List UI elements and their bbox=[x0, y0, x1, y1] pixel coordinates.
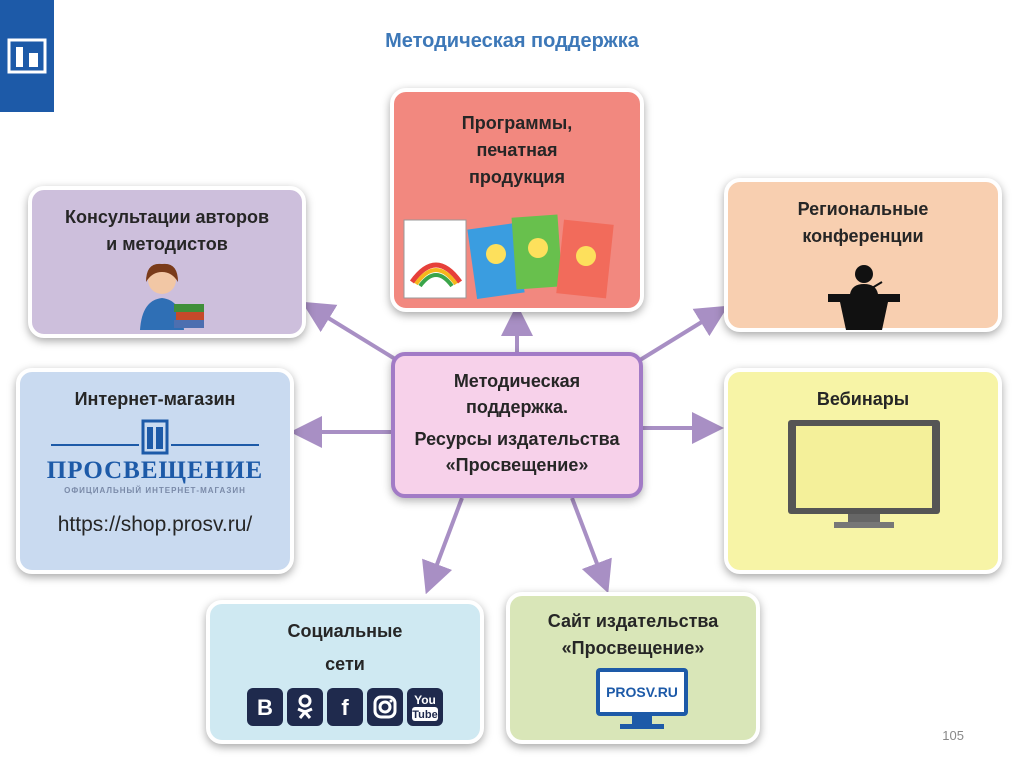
node-consult-line2: и методистов bbox=[106, 234, 228, 254]
node-shop-title: Интернет-магазин bbox=[74, 389, 236, 409]
node-consult-line1: Консультации авторов bbox=[64, 207, 270, 227]
center-line4: «Просвещение» bbox=[445, 455, 589, 475]
node-site-line1: Сайт издательства bbox=[547, 611, 719, 631]
speaker-podium-icon bbox=[828, 265, 900, 330]
page-title: Методическая поддержка bbox=[385, 30, 639, 52]
arrow-to-conferences bbox=[638, 305, 729, 362]
arrow-to-site bbox=[570, 497, 612, 594]
prosveshchenie-logo bbox=[0, 0, 54, 112]
node-social-line1: Социальные bbox=[287, 621, 403, 641]
node-consult: Консультации авторов и методистов bbox=[28, 186, 306, 338]
node-shop: Интернет-магазин ПРОСВЕЩЕНИЕ ОФИЦИАЛЬНЫЙ… bbox=[16, 368, 294, 574]
node-webinars-title: Вебинары bbox=[816, 389, 910, 409]
node-conferences: Региональные конференции bbox=[724, 178, 1002, 332]
node-programs-line3: продукция bbox=[469, 167, 565, 187]
odnoklassniki-icon[interactable] bbox=[287, 688, 323, 726]
teacher-icon bbox=[140, 263, 204, 330]
arrow-to-consult bbox=[301, 301, 402, 364]
svg-text:Tube: Tube bbox=[412, 709, 437, 721]
node-programs-line1: Программы, bbox=[461, 113, 573, 133]
textbooks-image bbox=[403, 214, 614, 299]
shop-logo-icon bbox=[51, 419, 259, 455]
shop-brand: ПРОСВЕЩЕНИЕ bbox=[46, 457, 264, 484]
node-webinars: Вебинары bbox=[724, 368, 1002, 574]
shop-brand-subtitle: ОФИЦИАЛЬНЫЙ ИНТЕРНЕТ-МАГАЗИН bbox=[64, 486, 246, 495]
node-programs-line2: печатная bbox=[476, 140, 558, 160]
node-programs: Программы, печатная продукция bbox=[390, 88, 644, 312]
node-site-line2: «Просвещение» bbox=[561, 638, 705, 658]
site-screen-text: PROSV.RU bbox=[600, 672, 684, 712]
arrow-to-social bbox=[422, 497, 464, 595]
page-number: 105 bbox=[942, 728, 964, 743]
svg-text:You: You bbox=[414, 693, 436, 707]
facebook-icon[interactable]: f bbox=[327, 688, 363, 726]
center-line1: Методическая bbox=[453, 371, 581, 391]
shop-url-link[interactable]: https://shop.prosv.ru/ bbox=[57, 513, 253, 536]
center-line2: поддержка. bbox=[465, 397, 569, 417]
center-line3: Ресурсы издательства bbox=[414, 429, 620, 449]
node-social-line2: сети bbox=[325, 654, 365, 674]
instagram-icon[interactable] bbox=[367, 688, 403, 726]
node-conferences-line1: Региональные bbox=[797, 199, 929, 219]
node-site: Сайт издательства «Просвещение» PROSV.RU bbox=[506, 592, 760, 744]
vk-icon[interactable]: В bbox=[247, 688, 283, 726]
logo-icon bbox=[7, 38, 47, 74]
monitor-icon bbox=[788, 420, 940, 528]
node-center: Методическая поддержка. Ресурсы издатель… bbox=[391, 352, 643, 498]
node-conferences-line2: конференции bbox=[802, 226, 924, 246]
site-monitor-icon[interactable]: PROSV.RU bbox=[596, 668, 688, 732]
